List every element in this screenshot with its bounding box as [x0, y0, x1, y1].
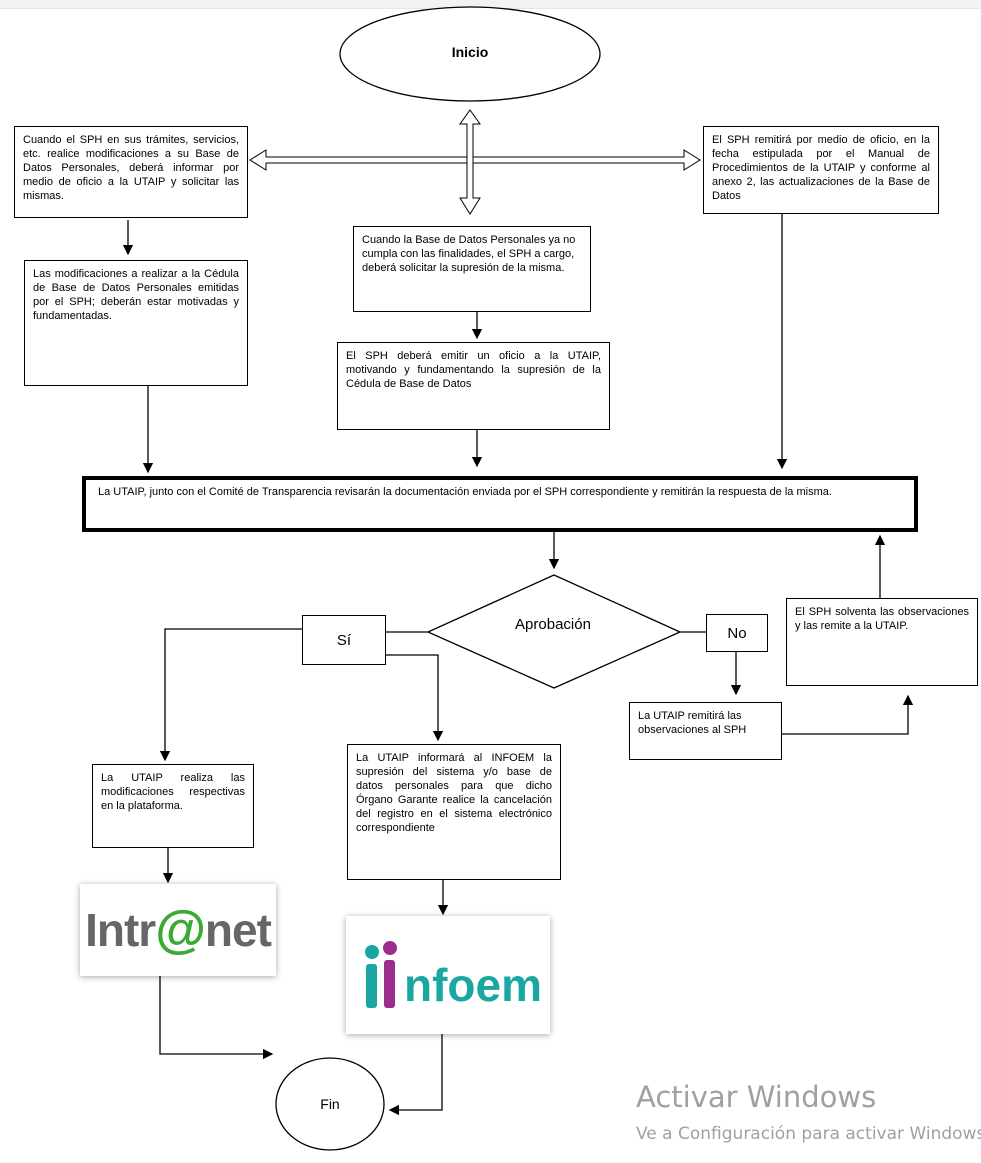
- box-send-observations: La UTAIP remitirá las observaciones al S…: [629, 702, 782, 760]
- windows-activation-subtitle: Ve a Configuración para activar Windows.: [636, 1124, 981, 1144]
- box-solve-observations: El SPH solventa las observaciones y las …: [786, 598, 978, 686]
- start-ellipse: [339, 6, 601, 102]
- yes-label: Sí: [302, 615, 386, 665]
- start-label: Inicio: [451, 44, 489, 60]
- box-committee-review: La UTAIP, junto con el Comité de Transpa…: [82, 476, 918, 532]
- box-platform-modifications: La UTAIP realiza las modificaciones resp…: [92, 764, 254, 848]
- infoem-logo-text: nfoem: [404, 959, 542, 1011]
- infoem-logo: nfoem: [346, 916, 550, 1034]
- box-deletion-oficio: El SPH deberá emitir un oficio a la UTAI…: [337, 342, 610, 430]
- double-arrow-horizontal: [249, 149, 701, 171]
- box-inform-infoem: La UTAIP informará al INFOEM la supresió…: [347, 744, 561, 880]
- decision-label: Aprobación: [515, 616, 591, 633]
- box-periodic-update: El SPH remitirá por medio de oficio, en …: [703, 126, 939, 214]
- infoem-logo-mark: [365, 941, 397, 1008]
- box-deletion-condition: Cuando la Base de Datos Personales ya no…: [353, 226, 591, 312]
- double-arrow-vertical: [459, 109, 481, 215]
- end-ellipse: [275, 1057, 385, 1151]
- windows-activation-title: Activar Windows: [636, 1080, 877, 1114]
- box-modifications-motivated: Las modificaciones a realizar a la Cédul…: [24, 260, 248, 386]
- decision-diamond: [426, 574, 682, 689]
- box-modification-request: Cuando el SPH en sus trámites, servicios…: [14, 126, 248, 218]
- no-label: No: [706, 614, 768, 652]
- end-label: Fin: [320, 1096, 340, 1112]
- intranet-logo: Intr@net: [80, 884, 276, 976]
